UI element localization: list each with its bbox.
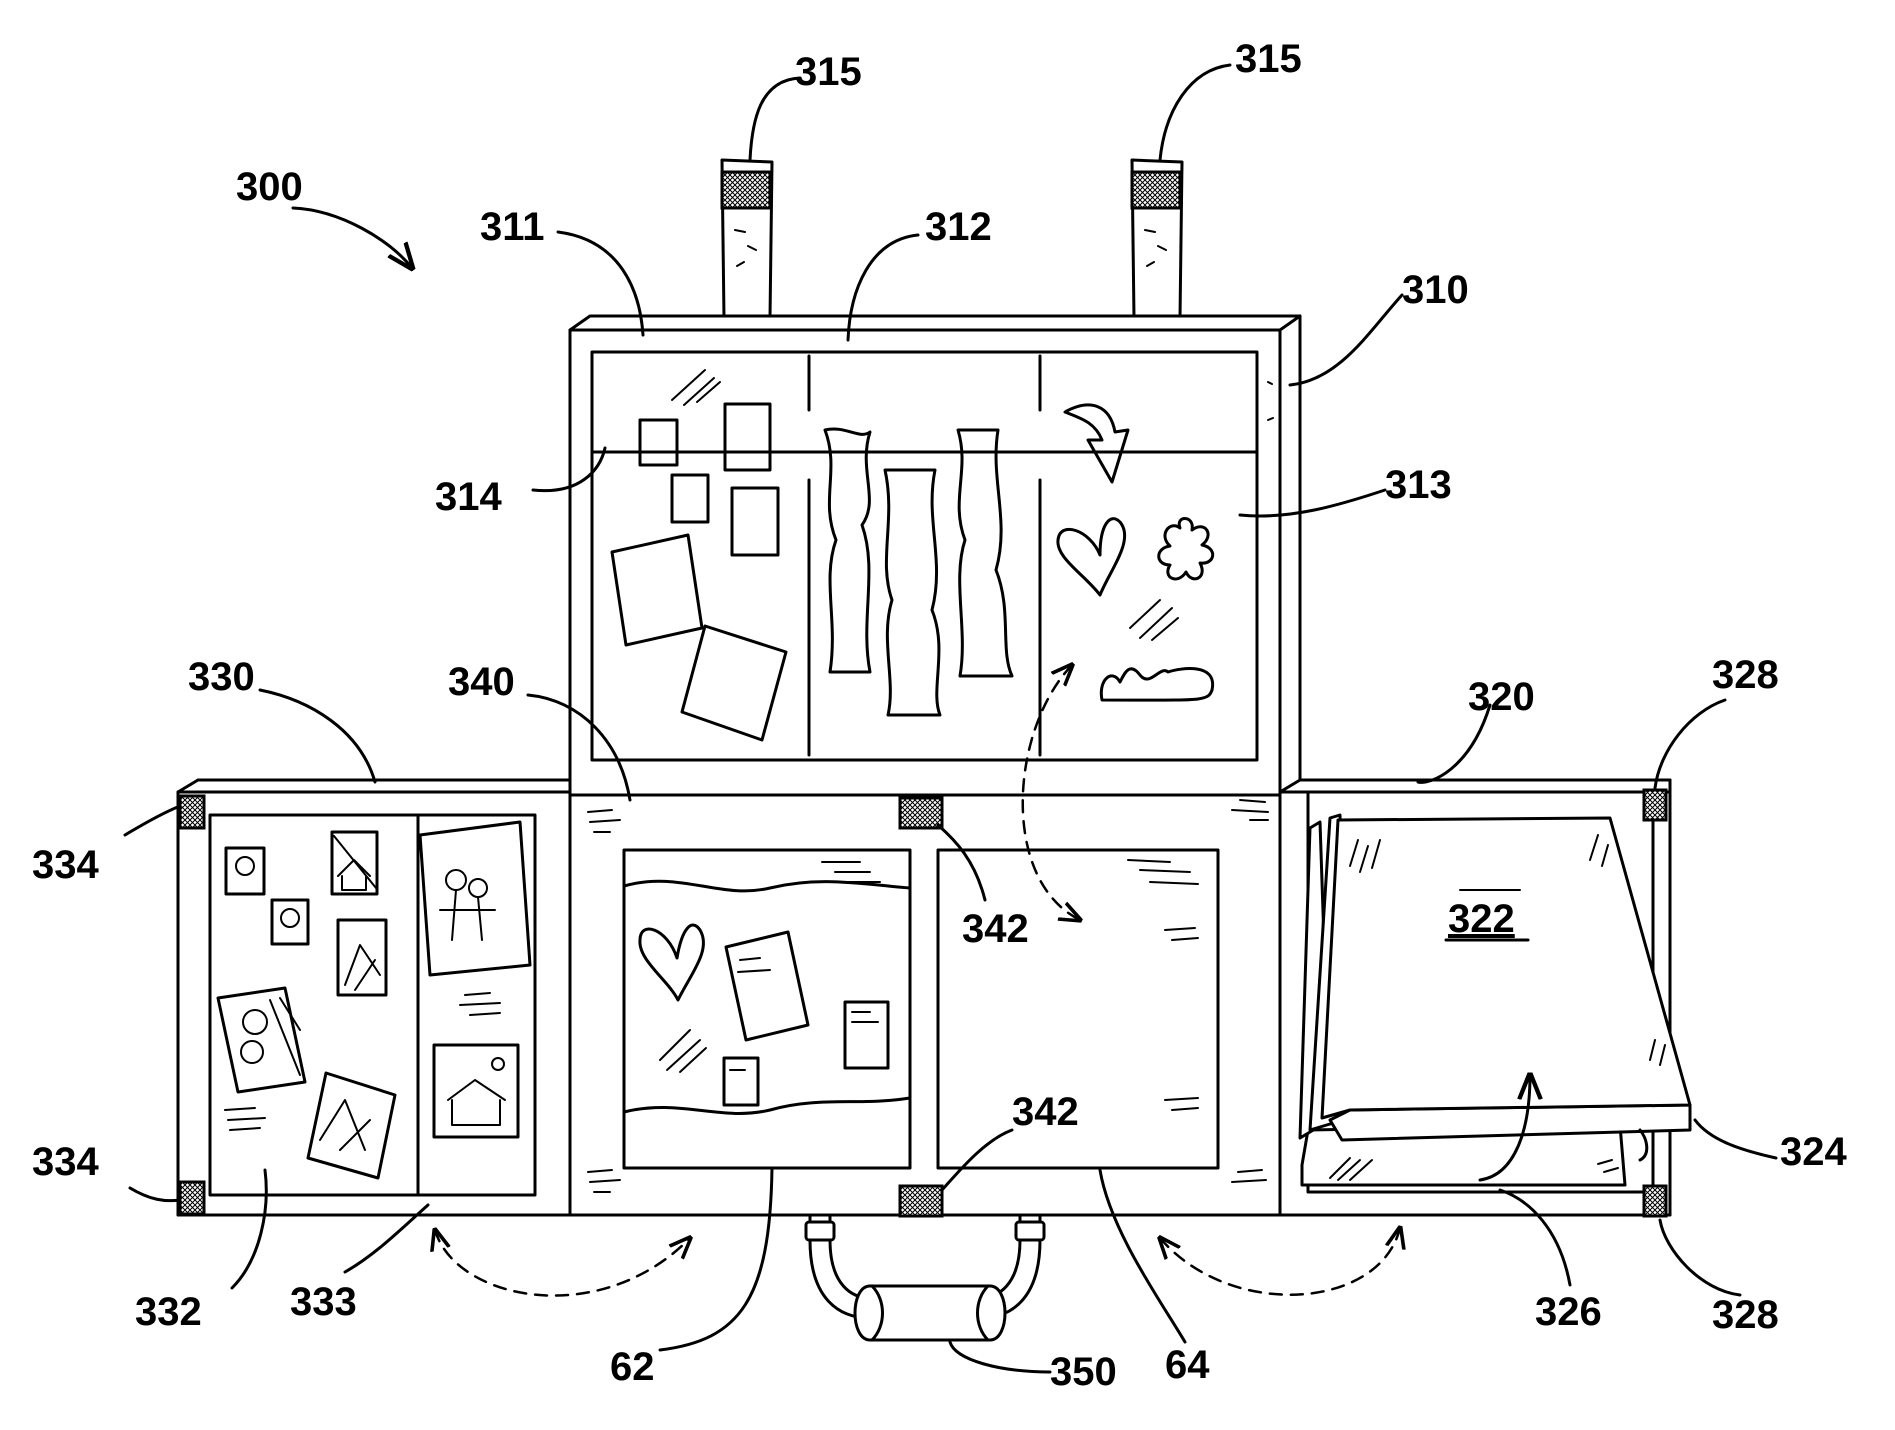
bottom-case <box>570 782 1300 1216</box>
label-340: 340 <box>448 660 515 704</box>
label-350: 350 <box>1050 1350 1117 1394</box>
label-334b: 334 <box>32 1140 99 1184</box>
label-310: 310 <box>1402 268 1469 312</box>
left-panel <box>178 780 570 1215</box>
label-313: 313 <box>1385 463 1452 507</box>
label-324: 324 <box>1780 1130 1847 1174</box>
label-333: 333 <box>290 1280 357 1324</box>
label-62: 62 <box>610 1345 655 1389</box>
label-300: 300 <box>236 165 303 209</box>
label-64: 64 <box>1165 1343 1210 1387</box>
label-322: 322 <box>1448 897 1515 941</box>
strap-left <box>722 160 772 318</box>
label-330: 330 <box>188 655 255 699</box>
label-311: 311 <box>480 205 545 249</box>
label-315b: 315 <box>1235 37 1302 81</box>
label-332: 332 <box>135 1290 202 1334</box>
label-328a: 328 <box>1712 653 1779 697</box>
top-lid <box>570 316 1300 795</box>
label-334a: 334 <box>32 843 99 887</box>
handle <box>806 1215 1044 1340</box>
label-328b: 328 <box>1712 1293 1779 1337</box>
label-315a: 315 <box>795 50 862 94</box>
label-342a: 342 <box>962 907 1029 951</box>
label-320: 320 <box>1468 675 1535 719</box>
label-312: 312 <box>925 205 992 249</box>
strap-right <box>1132 160 1182 318</box>
label-314: 314 <box>435 475 502 519</box>
right-panel <box>1280 780 1690 1216</box>
label-326: 326 <box>1535 1290 1602 1334</box>
label-342b: 342 <box>1012 1090 1079 1134</box>
